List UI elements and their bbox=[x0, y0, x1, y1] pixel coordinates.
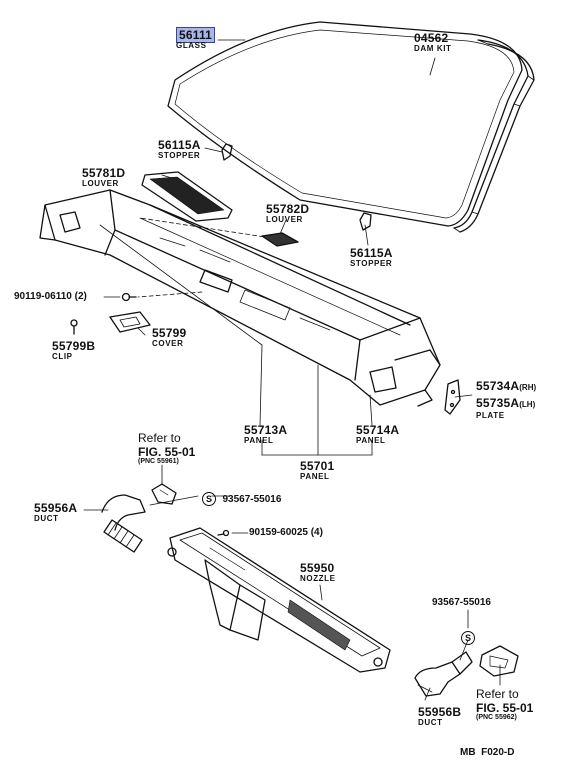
cowl-panel-shape bbox=[39, 189, 441, 407]
part-name-panel-55713a: PANEL bbox=[244, 436, 274, 445]
part-number-55799b[interactable]: 55799B bbox=[52, 339, 96, 353]
refer-pnc-top: (PNC 55961) bbox=[138, 458, 179, 465]
refer-to-bottom: Refer to bbox=[476, 687, 519, 701]
plate-55734a-shape bbox=[444, 379, 461, 415]
part-number-55956b[interactable]: 55956B bbox=[418, 705, 462, 719]
part-name-stopper-right: STOPPER bbox=[350, 259, 393, 268]
duct-55956a-shape bbox=[101, 494, 146, 553]
part-number-55714a[interactable]: 55714A bbox=[356, 423, 400, 437]
label-56115a-right: 56115A STOPPER bbox=[350, 247, 393, 268]
label-90159: 90159-60025 (4) bbox=[249, 528, 323, 538]
part-name-nozzle: NOZZLE bbox=[300, 574, 336, 583]
part-number-90119[interactable]: 90119-06110 (2) bbox=[14, 291, 87, 302]
label-04562: 04562 DAM KIT bbox=[414, 32, 452, 53]
label-55714a: 55714A PANEL bbox=[356, 424, 399, 445]
s-marker-top: S bbox=[202, 492, 216, 506]
label-55713a: 55713A PANEL bbox=[244, 424, 287, 445]
part-number-90159[interactable]: 90159-60025 (4) bbox=[249, 527, 323, 538]
label-55950: 55950 NOZZLE bbox=[300, 562, 336, 583]
suffix-rh: (RH) bbox=[519, 383, 537, 392]
part-name-duct-a: DUCT bbox=[34, 514, 59, 523]
dam-kit-shape bbox=[453, 39, 535, 233]
part-number-55734a[interactable]: 55734A bbox=[476, 379, 520, 393]
suffix-lh: (LH) bbox=[519, 400, 536, 409]
part-number-55781d[interactable]: 55781D bbox=[82, 166, 126, 180]
part-number-55713a[interactable]: 55713A bbox=[244, 423, 288, 437]
part-name-louver-55782d: LOUVER bbox=[266, 215, 303, 224]
label-90119: 90119-06110 (2) bbox=[14, 292, 87, 302]
louver-55782d-shape bbox=[261, 232, 299, 247]
part-number-56115a-right[interactable]: 56115A bbox=[350, 246, 393, 260]
label-55956b: 55956B DUCT bbox=[418, 706, 461, 727]
part-number-55701[interactable]: 55701 bbox=[300, 459, 335, 473]
label-55799: 55799 COVER bbox=[152, 327, 186, 348]
part-name-clip: CLIP bbox=[52, 352, 73, 361]
part-name-glass: GLASS bbox=[176, 41, 207, 50]
part-number-55735a[interactable]: 55735A bbox=[476, 396, 520, 410]
label-56115a-top: 56115A STOPPER bbox=[158, 139, 201, 160]
stopper-top-shape bbox=[221, 143, 233, 161]
part-number-55782d[interactable]: 55782D bbox=[266, 202, 310, 216]
part-name-stopper-top: STOPPER bbox=[158, 151, 201, 160]
label-55781d: 55781D LOUVER bbox=[82, 167, 125, 188]
part-name-plate: PLATE bbox=[476, 411, 505, 420]
refer-pnc-bottom: (PNC 55962) bbox=[476, 714, 517, 721]
cover-55799-shape bbox=[109, 311, 151, 333]
part-number-93567-bottom[interactable]: 93567-55016 bbox=[432, 597, 491, 608]
part-name-duct-b: DUCT bbox=[418, 718, 443, 727]
label-55956a: 55956A DUCT bbox=[34, 502, 77, 523]
footer-code: MB F020-D bbox=[460, 748, 514, 758]
part-number-04562[interactable]: 04562 bbox=[414, 31, 449, 45]
refer-part-top-shape bbox=[151, 483, 177, 505]
part-number-55799[interactable]: 55799 bbox=[152, 326, 187, 340]
s-marker-bottom: S bbox=[461, 631, 475, 645]
stopper-right-shape bbox=[359, 212, 372, 231]
leader-lines bbox=[83, 39, 501, 701]
refer-note-bottom: Refer to FIG. 55-01 (PNC 55962) bbox=[476, 688, 533, 721]
part-number-56111[interactable]: 56111 bbox=[176, 27, 216, 43]
screw-90159-shape bbox=[217, 529, 230, 537]
nozzle-55950-shape bbox=[167, 527, 391, 673]
label-55734a-55735a: 55734A(RH) 55735A(LH) PLATE bbox=[476, 378, 536, 420]
refer-fig-bottom[interactable]: FIG. 55-01 bbox=[476, 701, 534, 715]
refer-part-bottom-shape bbox=[479, 645, 519, 677]
label-93567-top: S 93567-55016 bbox=[202, 490, 281, 506]
part-number-55950[interactable]: 55950 bbox=[300, 561, 335, 575]
label-55701: 55701 PANEL bbox=[300, 460, 334, 481]
diagram-code: MB F020-D bbox=[460, 747, 515, 758]
refer-fig-top[interactable]: FIG. 55-01 bbox=[138, 445, 196, 459]
label-56111: 56111 GLASS bbox=[176, 27, 216, 50]
part-number-56115a-top[interactable]: 56115A bbox=[158, 138, 201, 152]
label-93567-bottom: 93567-55016 bbox=[432, 598, 491, 608]
louver-55781d-shape bbox=[141, 171, 233, 222]
duct-55956b-shape bbox=[414, 651, 473, 697]
windshield-glass-shape bbox=[167, 21, 523, 227]
part-number-55956a[interactable]: 55956A bbox=[34, 501, 78, 515]
part-name-cover: COVER bbox=[152, 339, 184, 348]
clip-55799b-shape bbox=[70, 319, 78, 335]
s-marker-bottom-wrap: S bbox=[461, 629, 475, 645]
refer-to-top: Refer to bbox=[138, 431, 181, 445]
part-number-93567-top[interactable]: 93567-55016 bbox=[222, 494, 282, 505]
part-name-panel-55714a: PANEL bbox=[356, 436, 386, 445]
part-name-dam-kit: DAM KIT bbox=[414, 44, 452, 53]
refer-note-top: Refer to FIG. 55-01 (PNC 55961) bbox=[138, 432, 195, 465]
label-55799b: 55799B CLIP bbox=[52, 340, 95, 361]
part-name-louver-55781d: LOUVER bbox=[82, 179, 119, 188]
bolt-90119-shape bbox=[121, 292, 137, 302]
label-55782d: 55782D LOUVER bbox=[266, 203, 309, 224]
part-name-panel-55701: PANEL bbox=[300, 472, 330, 481]
